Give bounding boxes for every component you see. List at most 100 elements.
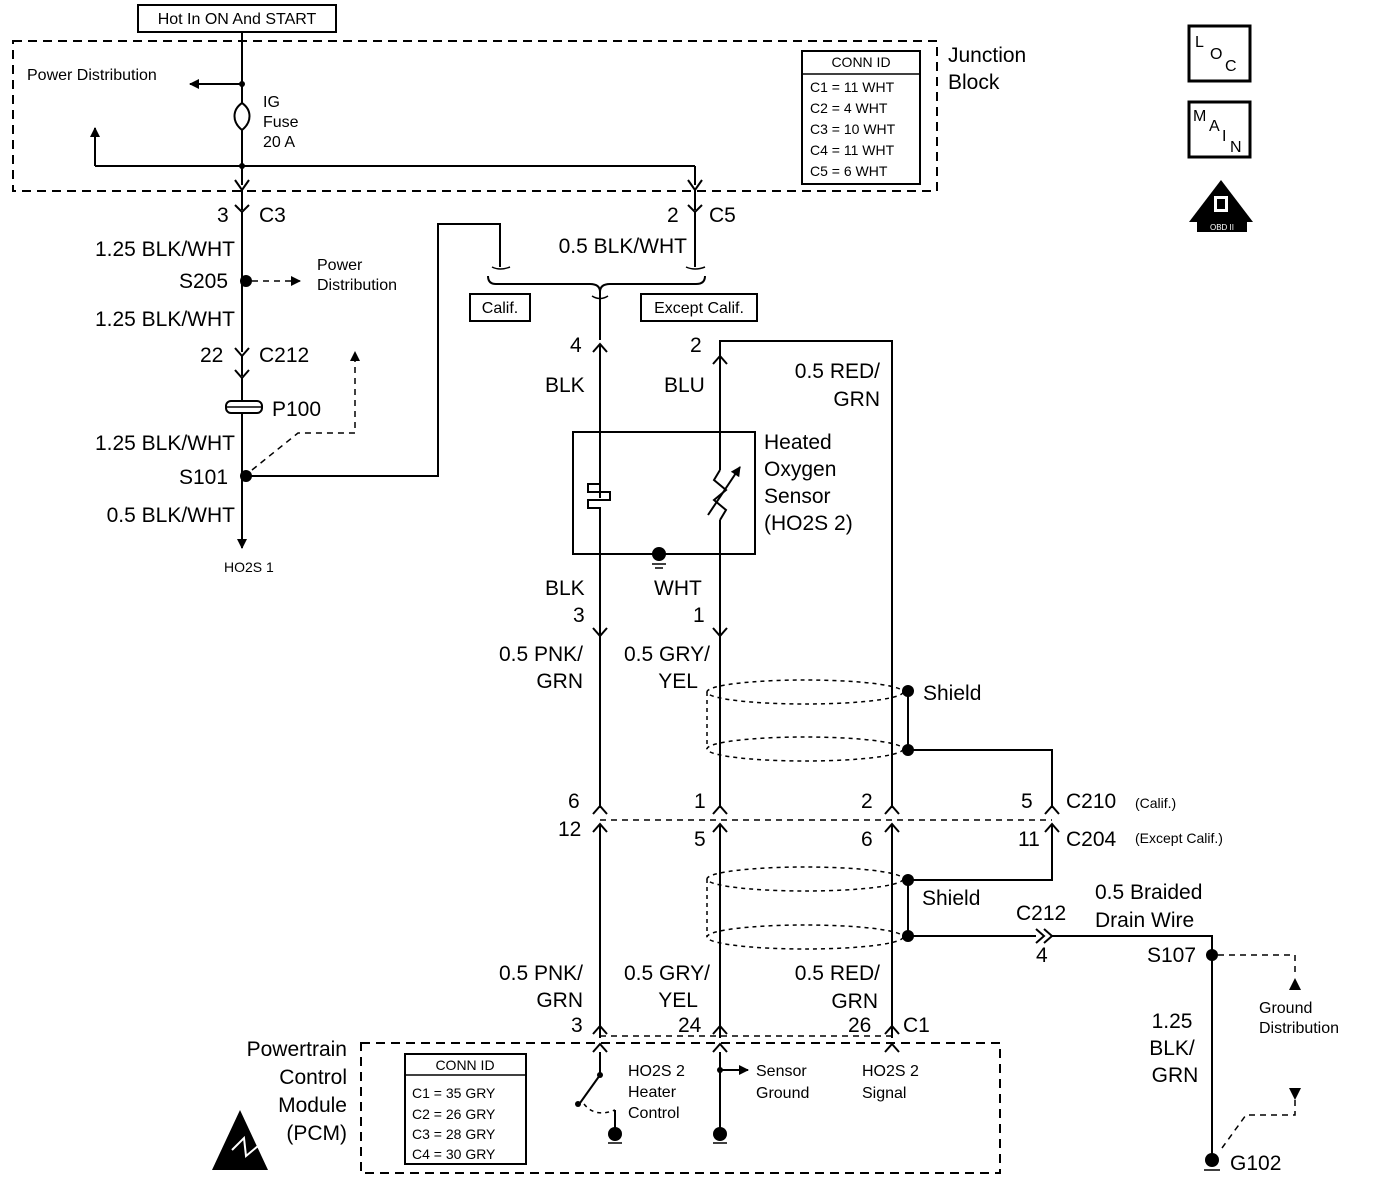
svg-text:Fuse: Fuse [263,114,299,131]
sensor-ground-icon [652,547,666,561]
svg-text:N: N [1230,139,1242,156]
svg-text:GRN: GRN [536,989,583,1012]
svg-text:C210: C210 [1066,790,1116,813]
svg-text:O: O [1210,46,1222,63]
loc-badge-icon: L O C [1187,24,1252,83]
svg-text:Shield: Shield [922,887,980,910]
svg-text:20 A: 20 A [263,134,295,151]
main-badge-icon: M A I N [1187,100,1252,159]
svg-text:Calif.: Calif. [482,300,518,317]
svg-text:C: C [1225,58,1237,75]
p100-passthrough-icon [225,400,263,414]
svg-text:3: 3 [571,1014,583,1037]
svg-text:M: M [1193,108,1206,125]
svg-text:C5 = 6 WHT: C5 = 6 WHT [810,163,888,179]
svg-text:C3: C3 [259,204,286,227]
svg-text:BLK: BLK [545,577,585,600]
svg-text:0.5 GRY/: 0.5 GRY/ [624,962,710,985]
svg-text:C3 = 10 WHT: C3 = 10 WHT [810,121,896,137]
esd-warning-icon [212,1110,268,1170]
pcm-ground-icon-2 [713,1127,727,1141]
svg-text:(PCM): (PCM) [286,1122,347,1145]
splice-s107 [1206,949,1218,961]
svg-text:HO2S 2: HO2S 2 [628,1063,685,1080]
svg-text:6: 6 [568,790,580,813]
heater-element-icon [587,470,611,520]
svg-text:CONN ID: CONN ID [435,1057,494,1073]
junction-block-title-1: Junction [948,44,1026,67]
svg-text:2: 2 [690,334,702,357]
svg-text:Distribution: Distribution [317,277,397,294]
mid-wires: 0.5 PNK/ GRN 0.5 GRY/ YEL Shield [499,636,1053,808]
svg-text:Control: Control [628,1105,680,1122]
ground-g102-icon [1205,1153,1219,1167]
svg-text:0.5 PNK/: 0.5 PNK/ [499,643,583,666]
svg-text:BLK/: BLK/ [1149,1037,1195,1060]
svg-text:IG: IG [263,94,280,111]
pcm-module: Powertrain Control Module (PCM) CONN ID … [212,1038,1001,1174]
svg-text:BLK: BLK [545,374,585,397]
svg-text:C1 = 11 WHT: C1 = 11 WHT [810,79,895,95]
svg-text:BLU: BLU [664,374,705,397]
svg-text:Heated: Heated [764,431,832,454]
svg-text:2: 2 [667,204,679,227]
svg-text:3: 3 [217,204,229,227]
svg-text:Distribution: Distribution [1259,1020,1339,1037]
svg-text:Power: Power [317,257,363,274]
svg-text:C1: C1 [903,1014,930,1037]
svg-text:0.5 GRY/: 0.5 GRY/ [624,643,710,666]
svg-text:Sensor: Sensor [756,1063,807,1080]
svg-text:WHT: WHT [654,577,702,600]
svg-text:6: 6 [861,828,873,851]
svg-text:L: L [1195,34,1204,51]
svg-text:GRN: GRN [1152,1064,1199,1087]
svg-text:Shield: Shield [923,682,981,705]
svg-text:0.5 RED/: 0.5 RED/ [795,360,880,383]
svg-text:Hot In ON And START: Hot In ON And START [158,11,317,28]
junction-block-title-2: Block [948,71,1000,94]
svg-text:24: 24 [678,1014,702,1037]
junction-conn-id-table: CONN ID C1 = 11 WHT C2 = 4 WHT C3 = 10 W… [801,50,921,185]
svg-text:S101: S101 [179,466,228,489]
svg-text:C204: C204 [1066,828,1117,851]
heater-control-switch-icon [579,1074,601,1104]
svg-text:1.25 BLK/WHT: 1.25 BLK/WHT [95,238,235,261]
svg-text:5: 5 [694,828,706,851]
svg-text:12: 12 [558,818,581,841]
svg-text:GRN: GRN [831,990,878,1013]
svg-text:Drain Wire: Drain Wire [1095,909,1194,932]
svg-text:C4 = 11 WHT: C4 = 11 WHT [810,142,895,158]
shield-lower-icon [706,866,904,950]
svg-text:22: 22 [200,344,223,367]
svg-text:Module: Module [278,1094,347,1117]
svg-text:1.25 BLK/WHT: 1.25 BLK/WHT [95,308,235,331]
splice-s205 [240,275,252,287]
except-calif-label: Except Calif. [640,293,758,322]
svg-text:C4 = 30 GRY: C4 = 30 GRY [412,1146,496,1162]
calif-label: Calif. [469,293,531,322]
center-top-circuit: 2 C5 0.5 BLK/WHT Calif. Except Calif. [469,179,758,322]
svg-text:0.5 RED/: 0.5 RED/ [795,962,880,985]
svg-text:1.25: 1.25 [1152,1010,1193,1033]
svg-text:GRN: GRN [833,388,880,411]
svg-text:(Except Calif.): (Except Calif.) [1135,830,1223,846]
svg-text:C2 = 4 WHT: C2 = 4 WHT [810,100,888,116]
svg-text:C1 = 35 GRY: C1 = 35 GRY [412,1085,496,1101]
svg-text:Heater: Heater [628,1084,677,1101]
inline-connector-c210-c204: 6 1 2 5 C210 (Calif.) 12 5 6 11 C204 (Ex… [558,790,1223,851]
svg-text:(HO2S 2): (HO2S 2) [764,512,853,535]
svg-text:YEL: YEL [658,670,698,693]
svg-text:I: I [1222,128,1226,145]
heated-oxygen-sensor: 4 BLK 2 BLU 0.5 RED/ GRN Heated Oxygen S… [545,295,893,808]
svg-text:0.5 BLK/WHT: 0.5 BLK/WHT [559,235,688,258]
svg-text:C212: C212 [259,344,309,367]
svg-text:1.25 BLK/WHT: 1.25 BLK/WHT [95,432,235,455]
obd-ii-badge-icon: OBD II [1189,180,1253,232]
svg-text:HO2S 1: HO2S 1 [224,559,274,575]
svg-text:Powertrain: Powertrain [247,1038,347,1061]
svg-text:Ground: Ground [756,1085,809,1102]
svg-text:GRN: GRN [536,670,583,693]
svg-text:5: 5 [1021,790,1033,813]
svg-text:0.5 PNK/: 0.5 PNK/ [499,962,583,985]
